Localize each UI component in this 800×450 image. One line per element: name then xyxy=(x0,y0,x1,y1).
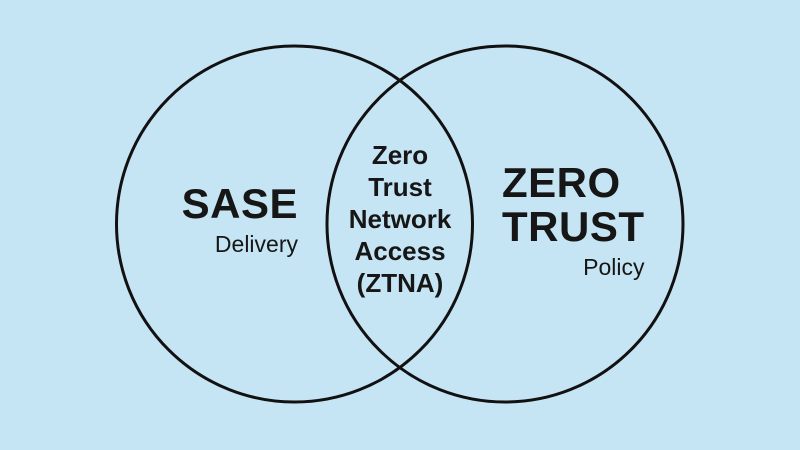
intersection-line-1: Zero xyxy=(371,140,429,170)
right-circle-subtitle: Policy xyxy=(583,254,645,280)
intersection-line-5: (ZTNA) xyxy=(356,268,444,298)
right-circle-title-line-2: TRUST xyxy=(502,203,645,250)
right-circle-label: ZERO TRUST Policy xyxy=(502,159,645,281)
intersection-line-3: Network xyxy=(348,204,452,234)
left-circle xyxy=(115,44,474,404)
intersection-line-2: Trust xyxy=(368,172,432,202)
left-circle-label: SASE Delivery xyxy=(181,180,298,258)
intersection-line-4: Access xyxy=(354,236,446,266)
right-circle-title-line-1: ZERO xyxy=(502,159,621,206)
right-circle xyxy=(325,44,685,404)
intersection-label: Zero Trust Network Access (ZTNA) xyxy=(330,139,470,299)
left-circle-title: SASE xyxy=(181,180,298,227)
left-circle-subtitle: Delivery xyxy=(214,231,298,257)
